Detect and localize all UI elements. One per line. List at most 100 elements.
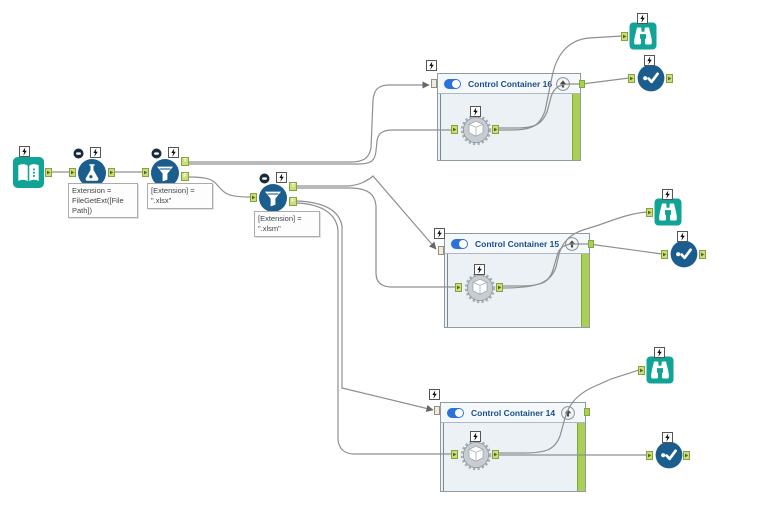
container-control-anchor[interactable]	[434, 406, 440, 415]
browse-15-anchor[interactable]	[646, 208, 653, 217]
anchor-label: F	[183, 172, 187, 179]
filter-xlsm-anchor[interactable]	[250, 193, 257, 202]
check-14[interactable]	[655, 441, 683, 469]
filter-xlsm-anchor-T[interactable]: T	[289, 182, 297, 191]
wire-macro-14.out-to-browse-14[interactable]	[499, 369, 640, 454]
macro-15[interactable]	[463, 271, 497, 305]
filter-xlsx-anchor-T[interactable]: T	[181, 157, 189, 166]
check-icon	[655, 441, 683, 469]
wire-macro-16.out-to-check-16[interactable]	[499, 77, 630, 129]
filter-xlsx[interactable]	[150, 158, 180, 188]
macro-15-anchor[interactable]	[496, 283, 503, 292]
lightning-badge-icon	[662, 187, 673, 200]
check-15[interactable]	[670, 240, 698, 268]
collapse-button[interactable]	[561, 406, 575, 420]
wire-filter-xlsm.T-to-container-15.control[interactable]	[297, 175, 437, 250]
browse-16[interactable]	[629, 22, 657, 50]
wire-macro-16.out-to-browse-16[interactable]	[499, 35, 623, 131]
lightning-badge-icon	[474, 262, 485, 275]
lightning-badge-icon	[426, 58, 437, 71]
input-data[interactable]	[12, 155, 45, 190]
macro-15-anchor[interactable]	[455, 283, 462, 292]
macro-16-anchor[interactable]	[451, 125, 458, 134]
browse-14-anchor[interactable]	[638, 366, 645, 375]
wire-filter-xlsm.T-to-macro-15.in[interactable]	[297, 187, 456, 288]
macro-14-anchor[interactable]	[451, 450, 458, 459]
lightning-badge-icon	[434, 226, 445, 239]
filter-xlsm-annotation[interactable]: [Extension] = ".xlsm"	[254, 211, 320, 237]
container-enable-toggle[interactable]	[451, 238, 468, 249]
funnel-icon	[151, 159, 179, 187]
lightning-badge-icon	[654, 345, 665, 358]
formula-anchor[interactable]	[69, 168, 76, 177]
check-14-anchor[interactable]	[683, 451, 690, 460]
binoculars-icon	[629, 22, 657, 50]
lightning-badge-icon	[644, 53, 655, 66]
container-output-anchor[interactable]	[588, 240, 594, 248]
check-16-anchor[interactable]	[628, 74, 635, 83]
wire-filter-xlsx.T-to-macro-16.in[interactable]	[189, 129, 452, 165]
formula-anchor[interactable]	[108, 168, 115, 177]
container-output-bar	[581, 234, 589, 327]
container-output-anchor[interactable]	[584, 408, 590, 416]
filter-xlsx-anchor[interactable]	[142, 168, 149, 177]
macro-16-anchor[interactable]	[492, 125, 499, 134]
container-control-anchor[interactable]	[438, 246, 444, 255]
toggle-knob	[459, 239, 467, 248]
lightning-badge-icon	[90, 145, 101, 158]
check-16-anchor[interactable]	[666, 74, 673, 83]
check-icon	[670, 240, 698, 268]
binoculars-icon	[646, 356, 674, 384]
wire-filter-xlsx.T-to-container-16.control[interactable]	[189, 81, 430, 163]
status-badge-icon	[73, 146, 84, 159]
container-left-border	[440, 74, 441, 160]
collapse-button[interactable]	[556, 77, 570, 91]
container-header[interactable]: Control Container 16	[438, 74, 580, 94]
container-enable-toggle[interactable]	[444, 78, 461, 89]
binoculars-icon	[654, 198, 682, 226]
anchor-label: T	[183, 157, 187, 164]
check-14-anchor[interactable]	[646, 451, 653, 460]
filter-xlsm-anchor-F[interactable]: F	[289, 197, 297, 206]
toggle-knob	[455, 408, 463, 417]
container-left-border	[447, 234, 448, 327]
lightning-badge-icon	[677, 229, 688, 242]
lightning-badge-icon	[19, 144, 30, 157]
wire-filter-xlsx.F-to-filter-xlsm.in[interactable]	[188, 176, 251, 198]
container-output-bar	[572, 74, 580, 160]
browse-15[interactable]	[654, 198, 682, 226]
macro-14-anchor[interactable]	[492, 450, 499, 459]
check-15-anchor[interactable]	[661, 250, 668, 259]
filter-xlsm[interactable]	[258, 183, 288, 213]
funnel-icon	[259, 184, 287, 212]
toggle-knob	[452, 79, 460, 88]
container-output-bar	[577, 403, 585, 491]
formula[interactable]	[77, 158, 107, 188]
check-16[interactable]	[637, 64, 665, 92]
gear-icon	[460, 114, 492, 146]
container-header[interactable]: Control Container 14	[441, 403, 585, 423]
browse-14[interactable]	[646, 356, 674, 384]
macro-14[interactable]	[459, 438, 493, 472]
container-control-anchor[interactable]	[431, 79, 437, 88]
wire-macro-15.out-to-browse-15[interactable]	[502, 211, 648, 289]
wire-macro-15.out-to-check-15[interactable]	[503, 243, 663, 287]
wire-filter-xlsm.F-to-container-14.control[interactable]	[296, 200, 434, 412]
filter-xlsx-annotation[interactable]: [Extension] = ".xlsx"	[147, 183, 213, 209]
formula-annotation[interactable]: Extension = FileGetExt([File Path])	[68, 183, 138, 219]
filter-xlsx-anchor-F[interactable]: F	[181, 172, 189, 181]
container-title: Control Container 16	[468, 78, 553, 89]
lightning-badge-icon	[662, 430, 673, 443]
status-badge-icon	[259, 171, 270, 184]
macro-16[interactable]	[459, 113, 493, 147]
input-data-anchor[interactable]	[45, 168, 52, 177]
container-enable-toggle[interactable]	[447, 407, 464, 418]
wire-filter-xlsm.F-to-macro-14.in[interactable]	[296, 202, 452, 455]
browse-16-anchor[interactable]	[621, 32, 628, 41]
lightning-badge-icon	[470, 429, 481, 442]
container-output-anchor[interactable]	[579, 80, 585, 88]
lightning-badge-icon	[637, 11, 648, 24]
check-15-anchor[interactable]	[699, 250, 706, 259]
